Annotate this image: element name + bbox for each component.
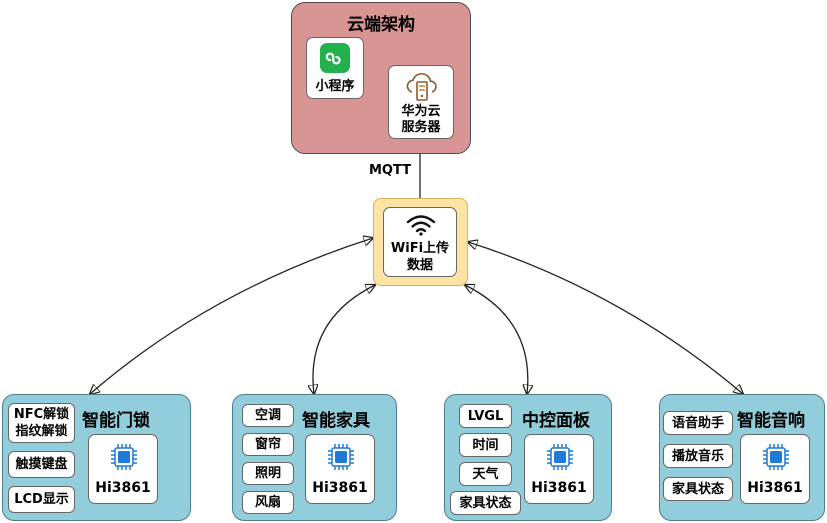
feature-nfc-fingerprint: NFC解锁 指纹解锁 xyxy=(8,403,75,443)
device-title: 智能家具 xyxy=(302,411,370,431)
furniture-link-arrow xyxy=(313,285,375,394)
server-label-line1: 华为云 xyxy=(401,104,441,119)
device-title: 中控面板 xyxy=(522,411,590,431)
speaker-link-arrow xyxy=(468,242,743,394)
cloud-server-box[interactable]: 华为云 服务器 xyxy=(388,65,454,139)
wifi-label-line1: WiFi上传 xyxy=(390,241,450,256)
chip-label: Hi3861 xyxy=(95,480,151,496)
miniapp-label: 小程序 xyxy=(315,79,355,94)
device-title: 智能门锁 xyxy=(82,411,150,431)
panel-link-arrow xyxy=(465,285,528,394)
chip-icon xyxy=(547,444,573,470)
feature-furniture-status: 家具状态 xyxy=(663,477,733,501)
chip-icon xyxy=(763,444,789,470)
chip-label: Hi3861 xyxy=(312,480,368,496)
cloud-server-icon xyxy=(404,70,440,102)
wifi-icon xyxy=(406,214,436,236)
chip-icon xyxy=(111,444,137,470)
chip-label: Hi3861 xyxy=(531,480,587,496)
cloud-title: 云端架构 xyxy=(347,15,415,35)
feature-weather: 天气 xyxy=(459,462,512,486)
chip-box: Hi3861 xyxy=(740,434,810,504)
device-title: 智能音响 xyxy=(737,411,805,431)
lock-link-arrow xyxy=(90,238,373,394)
wifi-upload-box[interactable]: WiFi上传 数据 xyxy=(383,207,457,277)
feature-voice-assistant: 语音助手 xyxy=(663,411,733,435)
miniprogram-icon xyxy=(320,43,350,73)
chip-box: Hi3861 xyxy=(305,434,375,504)
server-label-line2: 服务器 xyxy=(401,120,441,135)
feature-play-music: 播放音乐 xyxy=(663,444,733,468)
chip-icon xyxy=(328,444,354,470)
feature-fan: 风扇 xyxy=(242,491,294,514)
feature-air-conditioner: 空调 xyxy=(242,404,294,427)
feature-furniture-status: 家具状态 xyxy=(450,491,521,515)
feature-curtain: 窗帘 xyxy=(242,433,294,456)
feature-lvgl: LVGL xyxy=(459,404,512,428)
feature-time: 时间 xyxy=(459,433,512,457)
miniapp-box[interactable]: 小程序 xyxy=(306,37,364,99)
wifi-label-line2: 数据 xyxy=(406,258,433,273)
feature-lcd-display: LCD显示 xyxy=(8,486,75,513)
chip-box: Hi3861 xyxy=(88,434,158,504)
chip-label: Hi3861 xyxy=(747,480,803,496)
chip-box: Hi3861 xyxy=(524,434,594,504)
feature-touch-keypad: 触摸键盘 xyxy=(8,451,75,478)
mqtt-label: MQTT xyxy=(369,163,412,178)
feature-lighting: 照明 xyxy=(242,462,294,485)
